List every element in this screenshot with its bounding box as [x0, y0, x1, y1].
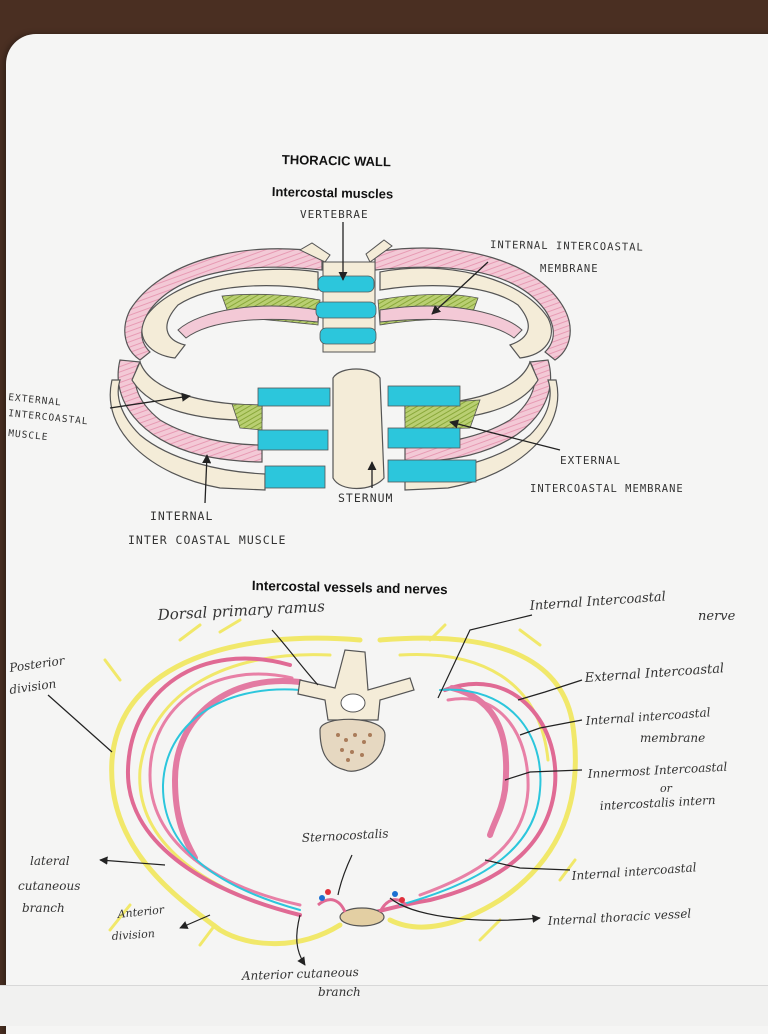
- diagram2-arrows: [47, 614, 583, 966]
- label-internal-intercostal: Internal intercoastal: [570, 860, 697, 883]
- label-lateral-cutaneous-2: cutaneous: [18, 879, 80, 893]
- label-sternocostalis: Sternocostalis: [301, 826, 388, 845]
- intercostal-cross-section: [103, 618, 578, 947]
- label-innermost-1: Innermost Intercoastal: [586, 760, 727, 781]
- label-internal-membrane-2: MEMBRANE: [540, 263, 599, 275]
- label-external-membrane-2: INTERCOASTAL MEMBRANE: [530, 483, 684, 495]
- label-external-intercostal: External Intercoastal: [583, 661, 724, 686]
- vertebra-cross-section: [297, 649, 415, 772]
- label-internal-muscle-2: INTER COASTAL MUSCLE: [128, 533, 286, 547]
- label-external-membrane-1: EXTERNAL: [560, 454, 621, 467]
- label-internal-muscle-1: INTERNAL: [150, 509, 213, 523]
- notebook-page: [6, 34, 768, 1034]
- label-internal-membrane-2: membrane: [640, 731, 705, 745]
- label-external-muscle-1: EXTERNAL: [8, 392, 63, 409]
- label-anterior-division-2: division: [111, 927, 155, 943]
- label-internal-thoracic: Internal thoracic vessel: [546, 906, 691, 928]
- label-vertebrae: VERTEBRAE: [300, 208, 369, 221]
- label-anterior-cutaneous-1: Anterior cutaneous: [241, 965, 359, 983]
- label-posterior-division-1: Posterior: [7, 653, 66, 675]
- label-internal-membrane-1: INTERNAL INTERCOASTAL: [490, 239, 644, 254]
- label-external-muscle-2: INTERCOASTAL: [8, 408, 89, 427]
- label-internal-membrane-1: Internal intercoastal: [584, 705, 711, 728]
- label-innermost-2: or: [660, 782, 673, 795]
- page-bottom-edge: [0, 985, 768, 1026]
- label-lateral-cutaneous-1: lateral: [30, 854, 70, 868]
- thoracic-cage: [109, 239, 571, 491]
- label-anterior-cutaneous-2: branch: [318, 985, 361, 999]
- label-posterior-division-2: division: [8, 677, 57, 697]
- label-anterior-division-1: Anterior: [116, 903, 165, 921]
- diagram2-labels: Dorsal primary ramus Internal Intercoast…: [7, 590, 735, 999]
- label-lateral-cutaneous-3: branch: [22, 901, 65, 915]
- label-internal-nerve-1: Internal Intercoastal: [528, 590, 666, 615]
- label-sternum: STERNUM: [338, 491, 393, 505]
- label-innermost-3: intercostalis intern: [599, 793, 715, 813]
- diagram1-arrows: [109, 222, 561, 504]
- label-internal-nerve-2: nerve: [698, 609, 736, 624]
- label-external-muscle-3: MUSCLE: [8, 428, 49, 443]
- sternum-cross-section: [317, 889, 408, 927]
